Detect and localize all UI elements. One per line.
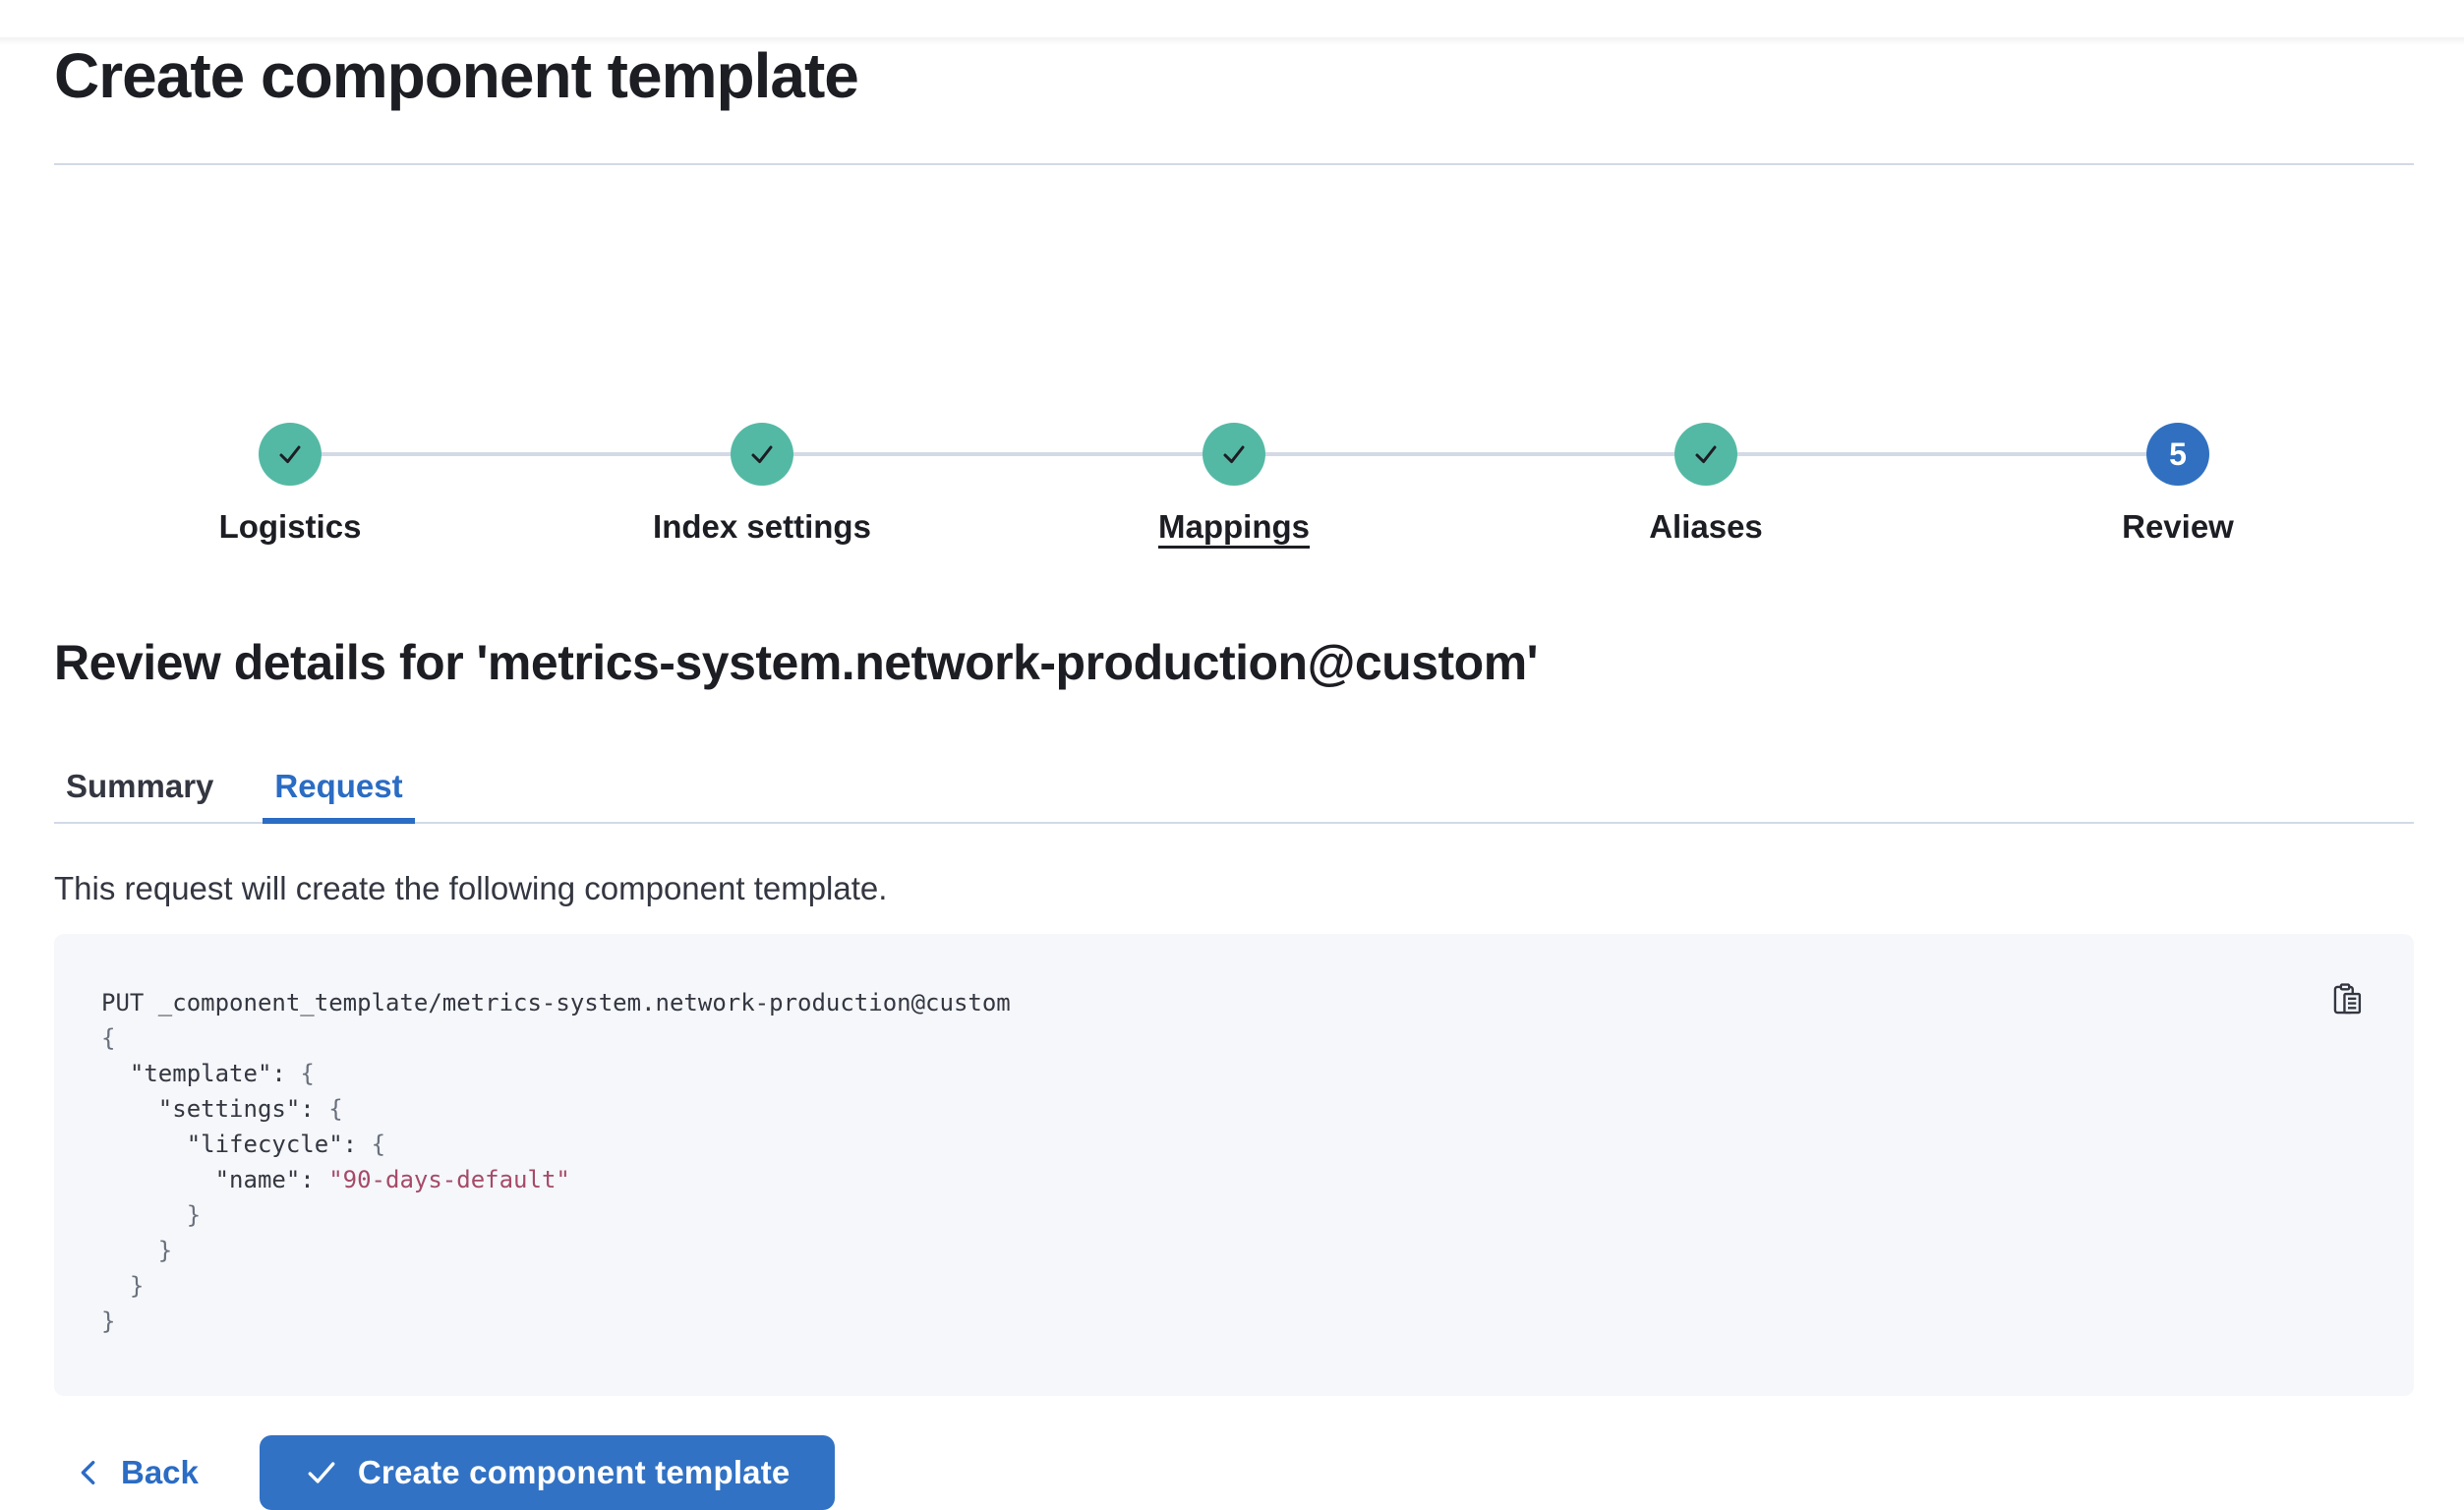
step-label: Mappings (1158, 508, 1310, 545)
step-complete-circle (1674, 423, 1737, 486)
code-line: { (101, 1024, 116, 1052)
step-number: 5 (2169, 436, 2187, 472)
page-title: Create component template (54, 40, 859, 111)
check-icon (308, 1462, 335, 1483)
step-label: Logistics (218, 508, 362, 545)
code-line: "name": "90-days-default" (214, 1166, 570, 1193)
footer-actions: Back Create component template (54, 1435, 2414, 1510)
back-button-label: Back (121, 1454, 199, 1490)
code-line: } (101, 1272, 145, 1300)
stepper-step-logistics[interactable]: Logistics (54, 165, 526, 547)
code-line: PUT _component_template/metrics-system.n… (101, 989, 1011, 1016)
title-divider (54, 163, 2414, 165)
create-component-template-button[interactable]: Create component template (259, 1435, 836, 1510)
clipboard-icon (2333, 983, 2362, 1015)
check-icon (279, 445, 301, 464)
code-line: } (101, 1201, 202, 1229)
code-line: "settings": { (157, 1095, 343, 1123)
request-description: This request will create the following c… (54, 870, 888, 906)
tab-request[interactable]: Request (263, 767, 415, 824)
request-code-block: PUT _component_template/metrics-system.n… (54, 934, 2414, 1396)
review-heading: Review details for 'metrics-system.netwo… (54, 635, 1539, 690)
request-code: PUT _component_template/metrics-system.n… (101, 985, 2367, 1339)
code-line: } (101, 1237, 173, 1264)
back-button[interactable]: Back (74, 1454, 199, 1491)
code-line: "template": { (129, 1060, 315, 1087)
step-current-circle: 5 (2146, 423, 2209, 486)
stepper-step-aliases[interactable]: Aliases (1470, 165, 1942, 547)
check-icon (751, 445, 773, 464)
tabs: Summary Request (54, 767, 2414, 824)
step-label: Aliases (1649, 508, 1763, 545)
tab-summary[interactable]: Summary (62, 767, 217, 822)
step-label: Index settings (653, 508, 871, 545)
step-complete-circle (731, 423, 793, 486)
check-icon (1695, 445, 1717, 464)
step-complete-circle (1203, 423, 1265, 486)
code-line: "lifecycle": { (186, 1131, 386, 1158)
step-label: Review (2122, 508, 2234, 545)
create-button-label: Create component template (357, 1454, 791, 1490)
stepper-step-index-settings[interactable]: Index settings (526, 165, 998, 547)
create-component-template-page: Create component template Logistics Index… (0, 37, 2464, 1510)
code-line: } (101, 1307, 116, 1335)
step-complete-circle (259, 423, 322, 486)
chevron-left-icon (81, 1461, 95, 1484)
copy-to-clipboard-icon[interactable] (2325, 977, 2371, 1022)
check-icon (1223, 445, 1245, 464)
stepper-step-mappings[interactable]: Mappings (998, 165, 1470, 547)
